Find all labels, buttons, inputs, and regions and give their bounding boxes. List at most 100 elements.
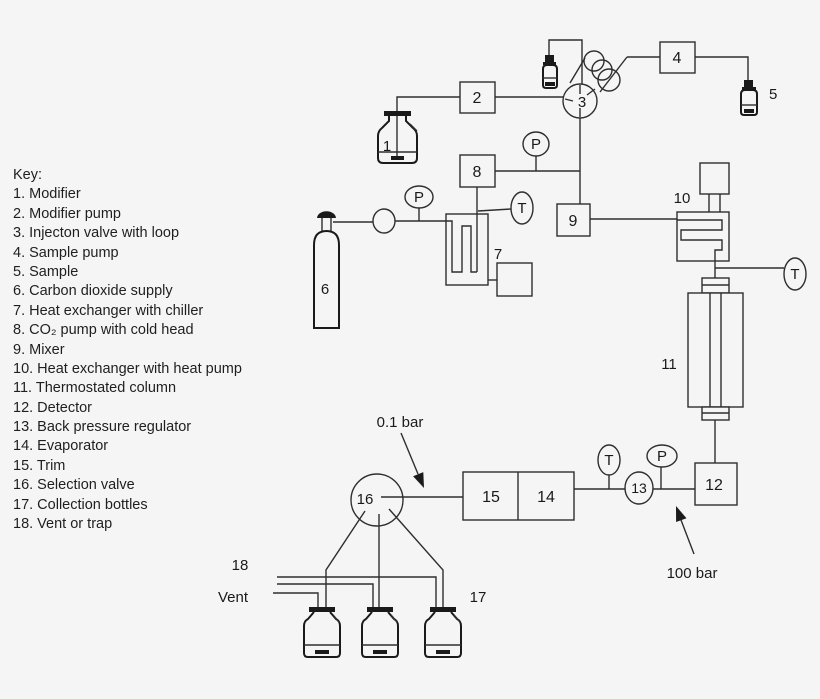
hx-heat-pump-label: 10 xyxy=(674,190,691,207)
chiller-box xyxy=(496,262,533,297)
low-pressure-label: 0.1 bar xyxy=(377,414,424,431)
bottle-c-base xyxy=(436,650,450,654)
trim-label: 15 xyxy=(482,489,500,506)
gauge-p3-dial xyxy=(646,444,678,468)
pipe-lines xyxy=(333,39,784,490)
waste-vial-base xyxy=(545,82,555,86)
injection-valve-label: 3 xyxy=(578,94,586,111)
annotation-low-pressure: 0.1 bar xyxy=(377,414,424,488)
annotation-high-pressure: 100 bar xyxy=(667,506,718,582)
waste-vial-cap xyxy=(545,55,554,63)
vent-label: Vent xyxy=(218,589,249,606)
low-pressure-arrowhead xyxy=(413,472,424,488)
key-item: 3. Injecton valve with loop xyxy=(13,225,180,242)
key-item: 12. Detector xyxy=(13,399,92,416)
co2-pump: 8 xyxy=(459,154,496,188)
pipe-t1-link xyxy=(477,208,512,212)
mixer-box xyxy=(556,203,591,237)
gauge-t1-dial xyxy=(510,191,534,225)
waste-vial xyxy=(542,55,558,89)
sample-vial-flange xyxy=(742,87,756,90)
key-item: 1. Modifier xyxy=(13,186,81,203)
gauge-t2-label: T xyxy=(790,266,799,283)
key-item: 15. Trim xyxy=(13,457,66,474)
key-item: 7. Heat exchanger with chiller xyxy=(13,302,204,319)
vent-line-c xyxy=(277,576,437,618)
vent-trap-label: 18 xyxy=(232,557,249,574)
bottle-a-cap xyxy=(309,607,335,612)
supply-valve xyxy=(372,208,396,234)
waste-vial-flange xyxy=(543,62,556,65)
selection-valve-label: 16 xyxy=(357,491,374,508)
bottle-a-body xyxy=(303,611,341,658)
high-pressure-label: 100 bar xyxy=(667,565,718,582)
modifier-pump-box xyxy=(459,81,496,114)
gauge-t2-dial xyxy=(783,257,807,291)
cylinder-valve-stem xyxy=(321,218,332,231)
trim-evaporator: 15 14 xyxy=(462,471,575,521)
collection-bottle-c xyxy=(424,607,462,658)
hx7-box xyxy=(445,213,489,286)
sample-loop-coil xyxy=(569,50,628,93)
loop-turn-1 xyxy=(583,50,605,72)
cylinder-valve-knob xyxy=(317,211,336,218)
detector-label: 12 xyxy=(705,477,723,494)
sample-vial-base xyxy=(744,109,754,113)
hx10-box xyxy=(676,211,730,262)
key-item: 8. CO₂ pump with cold head xyxy=(13,322,194,339)
gauge-t2: T xyxy=(783,257,807,291)
detector-box xyxy=(694,462,738,506)
sample-pump-box xyxy=(659,41,696,74)
collection-bottle-a xyxy=(303,607,341,658)
evaporator-label: 14 xyxy=(537,489,555,506)
gauge-p1: P xyxy=(404,185,434,209)
gauge-t1: T xyxy=(510,191,534,225)
pipe-heatpump-links xyxy=(708,194,721,212)
key-item: 5. Sample xyxy=(13,263,79,280)
vent-lines xyxy=(273,576,437,618)
column-jacket xyxy=(687,292,744,408)
gauge-p2: P xyxy=(522,131,550,157)
pipe-valve16-to-bottle-c xyxy=(388,508,444,618)
co2-pump-box xyxy=(459,154,496,188)
bottle-c-cap xyxy=(430,607,456,612)
hx-heat-pump: 10 xyxy=(674,162,730,262)
mixer: 9 xyxy=(556,203,591,237)
hx7-serpentine xyxy=(446,220,477,273)
loop-turn-2 xyxy=(591,59,613,81)
pipe-valve16-to-bottle-a xyxy=(325,510,366,618)
back-pressure-regulator: 13 xyxy=(624,471,654,505)
modifier-bottle-cap xyxy=(384,111,411,116)
key-item: 11. Thermostated column xyxy=(13,380,177,397)
gauge-p1-dial xyxy=(404,185,434,209)
key-item: 2. Modifier pump xyxy=(13,205,121,222)
key-item: 16. Selection valve xyxy=(13,477,135,494)
key-title: Key: xyxy=(13,167,43,183)
vent-line-b xyxy=(277,583,374,618)
gauge-p2-label: P xyxy=(531,136,541,153)
modifier-bottle-notch xyxy=(409,123,418,132)
key-item: 14. Evaporator xyxy=(13,438,109,455)
modifier-bottle: 1 xyxy=(377,111,418,164)
sample-label: 5 xyxy=(769,86,777,103)
gauge-t3-dial xyxy=(597,444,621,476)
mixer-label: 9 xyxy=(569,213,578,230)
loop-lead-out xyxy=(599,56,628,93)
loop-turn-3 xyxy=(597,68,621,92)
column-label: 11 xyxy=(661,356,677,373)
bottle-c-body xyxy=(424,611,462,658)
co2-pump-label: 8 xyxy=(473,164,482,181)
bottle-b-cap xyxy=(367,607,393,612)
gauge-p3-label: P xyxy=(657,448,667,465)
injection-valve-body xyxy=(562,83,598,119)
key-item: 6. Carbon dioxide supply xyxy=(13,283,173,300)
collection-bottles-label: 17 xyxy=(470,589,487,606)
co2-cylinder: 6 xyxy=(313,211,340,329)
bottle-b-notch xyxy=(390,614,398,623)
bpr-label: 13 xyxy=(631,480,647,496)
sample-pump-label: 4 xyxy=(673,50,682,67)
pipe-modifier-to-pump xyxy=(396,96,460,111)
pipe-pump4-to-sample xyxy=(695,56,749,80)
column-tube xyxy=(709,293,722,407)
